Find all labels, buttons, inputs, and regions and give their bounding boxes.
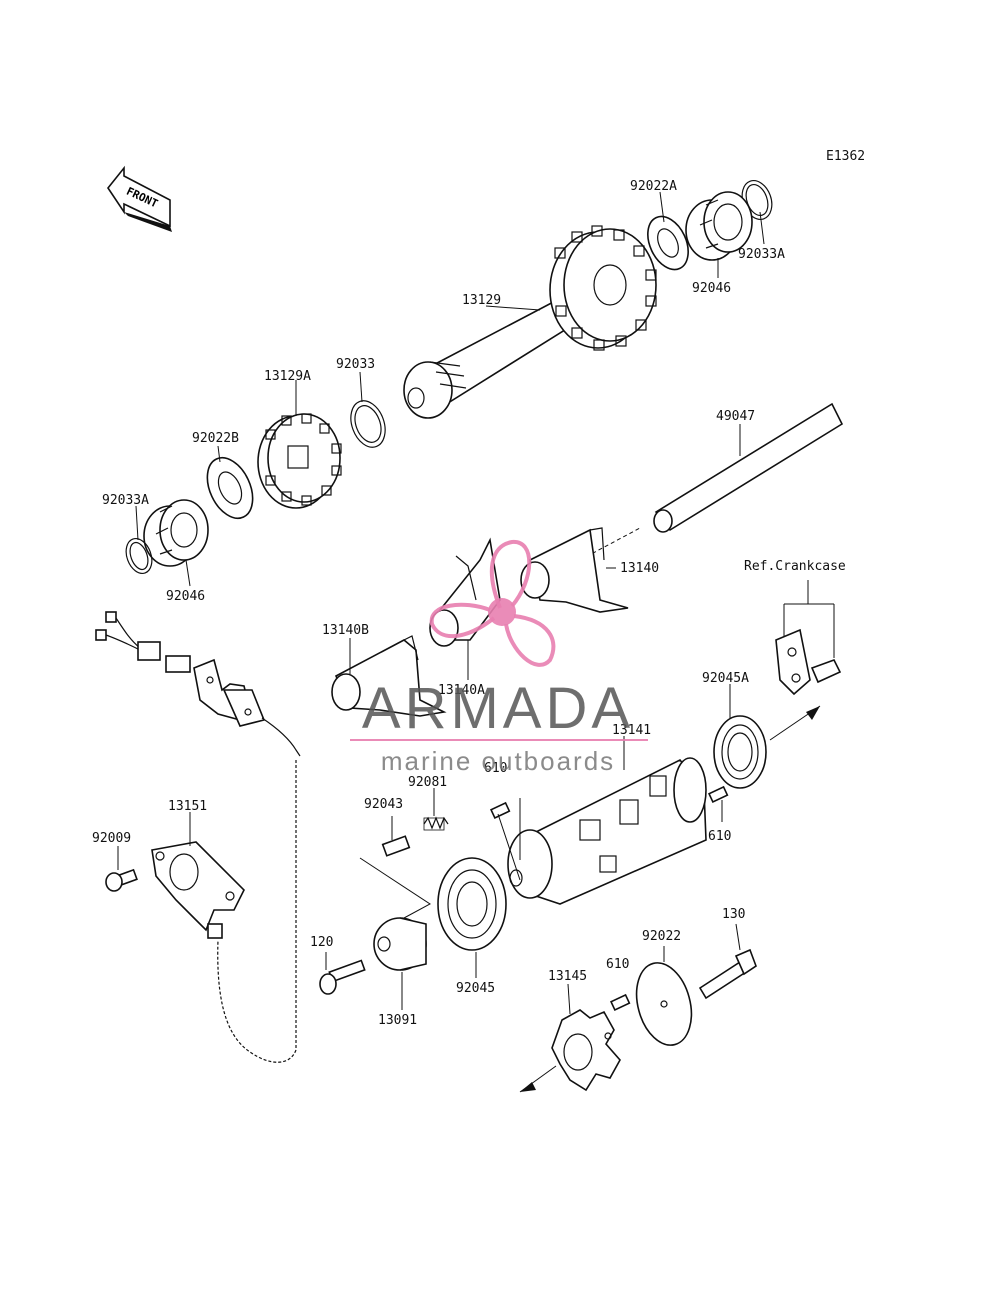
label-92046-top: 92046	[692, 281, 731, 296]
bolt-130	[698, 948, 757, 1000]
shift-drum-pin-plate-13145	[519, 1009, 621, 1093]
label-ref-crankcase: Ref.Crankcase	[744, 559, 846, 574]
shift-fork-13140	[520, 527, 629, 613]
bolt-120	[319, 959, 366, 995]
label-92022b: 92022B	[192, 431, 239, 446]
propeller-hub-icon	[488, 598, 516, 626]
label-13091: 13091	[378, 1013, 417, 1028]
gear-shaft-13129	[403, 225, 657, 419]
label-92046-left: 92046	[166, 589, 205, 604]
watermark-tagline: marine outboards	[381, 746, 615, 776]
label-92022a: 92022A	[630, 179, 677, 194]
circlip-92033	[350, 400, 386, 448]
label-92045a: 92045A	[702, 671, 749, 686]
wiring-harness	[95, 611, 301, 1063]
part-labels: 92022A 92033A 92046 13129 92033 13129A 9…	[92, 179, 846, 1028]
leader-lines	[117, 191, 765, 1015]
label-13141: 13141	[612, 723, 651, 738]
shift-rod-49047	[579, 402, 844, 561]
crankcase-ref-bracket	[775, 580, 842, 696]
label-13140: 13140	[620, 561, 659, 576]
pin-92043	[381, 835, 411, 857]
neutral-switch-13151	[151, 841, 245, 939]
cam-13091	[373, 917, 427, 971]
label-92009: 92009	[92, 831, 131, 846]
circlip-92033a-left	[125, 537, 153, 575]
washer-92022a	[647, 215, 689, 271]
shift-fork-13140b	[331, 635, 447, 717]
label-92033: 92033	[336, 357, 375, 372]
pin-610-c	[609, 993, 631, 1011]
pin-610-a	[489, 801, 511, 819]
label-49047: 49047	[716, 409, 755, 424]
label-13140a: 13140A	[438, 683, 485, 698]
washer-92022	[635, 962, 693, 1046]
label-92081: 92081	[408, 775, 447, 790]
label-610-a: 610	[484, 761, 507, 776]
watermark-brand: ARMADA	[362, 676, 634, 741]
label-92045: 92045	[456, 981, 495, 996]
ball-bearing-92045a	[713, 705, 821, 789]
spring-92081	[423, 816, 449, 831]
label-13140b: 13140B	[322, 623, 369, 638]
label-92033a-top: 92033A	[738, 247, 785, 262]
watermark: ARMADA marine outboards	[350, 540, 648, 776]
label-13145: 13145	[548, 969, 587, 984]
shift-drum-13141	[507, 757, 707, 905]
needle-bearing-92046-top	[685, 191, 753, 261]
screw-92009	[105, 868, 138, 892]
label-13151: 13151	[168, 799, 207, 814]
gear-13129a	[257, 413, 342, 509]
ball-bearing-92045	[437, 857, 507, 951]
label-13129: 13129	[462, 293, 501, 308]
washer-92022b	[206, 456, 254, 520]
needle-bearing-92046-left	[143, 499, 209, 567]
label-130: 130	[722, 907, 745, 922]
pin-610-b	[707, 785, 729, 803]
label-92022: 92022	[642, 929, 681, 944]
label-610-c: 610	[606, 957, 629, 972]
label-13129a: 13129A	[264, 369, 311, 384]
propeller-logo-icon	[429, 540, 556, 667]
diagram-code: E1362	[826, 149, 865, 164]
label-610-b: 610	[708, 829, 731, 844]
front-arrow-icon: FRONT	[107, 165, 172, 232]
label-120: 120	[310, 935, 333, 950]
label-92033a-left: 92033A	[102, 493, 149, 508]
label-92043: 92043	[364, 797, 403, 812]
